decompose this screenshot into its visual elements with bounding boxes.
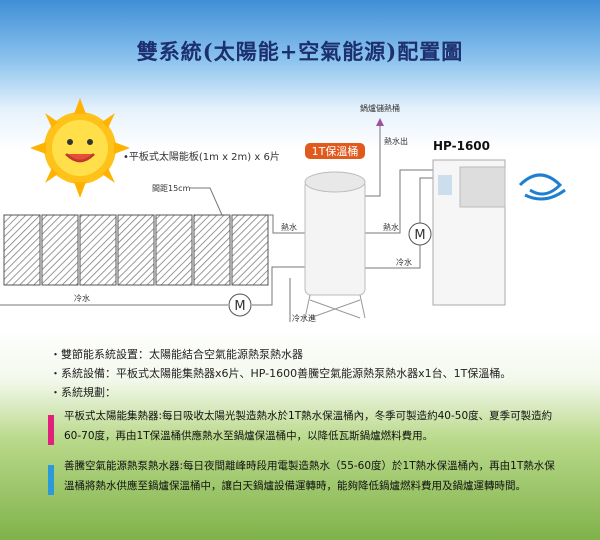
page-title: 雙系統(太陽能+空氣能源)配置圖 <box>136 39 464 64</box>
presenter-icon <box>44 457 58 497</box>
heat-pump-unit <box>432 159 506 306</box>
svg-text:M: M <box>234 299 245 314</box>
pump-icon <box>408 222 432 246</box>
svg-text:熱水出: 熱水出 <box>384 136 408 146</box>
svg-text:•平板式太陽能板(1m x 2m) x 6片: •平板式太陽能板(1m x 2m) x 6片 <box>123 150 280 163</box>
bullet-item: ・系統規劃： <box>50 386 116 399</box>
tank-badge <box>305 143 365 159</box>
svg-text:1T保溫桶: 1T保溫桶 <box>312 144 359 158</box>
svg-text:冷水進: 冷水進 <box>292 313 316 323</box>
svg-text:冷水: 冷水 <box>74 293 90 303</box>
presenter-icon <box>44 407 58 447</box>
pump-icon <box>228 293 252 317</box>
plan-solar: 平板式太陽能集熱器:每日吸收太陽光製造熱水於1T熱水保溫桶內，冬季可製造約40-… <box>64 410 553 442</box>
bullet-item: ・雙節能系統設置：太陽能結合空氣能源熱泵熱水器 <box>50 348 303 361</box>
storage-tank <box>304 171 366 319</box>
sun-icon <box>30 98 130 198</box>
svg-text:熱水: 熱水 <box>383 222 399 232</box>
svg-text:M: M <box>414 228 425 243</box>
svg-text:冷水: 冷水 <box>396 257 412 267</box>
wind-icon <box>518 173 566 201</box>
svg-text:鍋爐儲熱桶: 鍋爐儲熱桶 <box>360 103 400 113</box>
system-diagram: M M 1T保溫桶 •平板式太陽能板(1m x 2m) x 6片 間距15cm … <box>0 98 566 323</box>
bullet-item: ・系統設備：平板式太陽能集熱器x6片、HP-1600善騰空氣能源熱泵熱水器x1台… <box>50 367 512 380</box>
plan-heatpump: 善騰空氣能源熱泵熱水器:每日夜間離峰時段用電製造熱水（55-60度）於1T熱水保… <box>64 460 555 492</box>
svg-text:HP-1600: HP-1600 <box>433 139 490 153</box>
svg-text:熱水: 熱水 <box>281 222 297 232</box>
solar-panels <box>3 214 269 286</box>
svg-text:間距15cm: 間距15cm <box>152 184 191 193</box>
pipes <box>0 125 435 322</box>
